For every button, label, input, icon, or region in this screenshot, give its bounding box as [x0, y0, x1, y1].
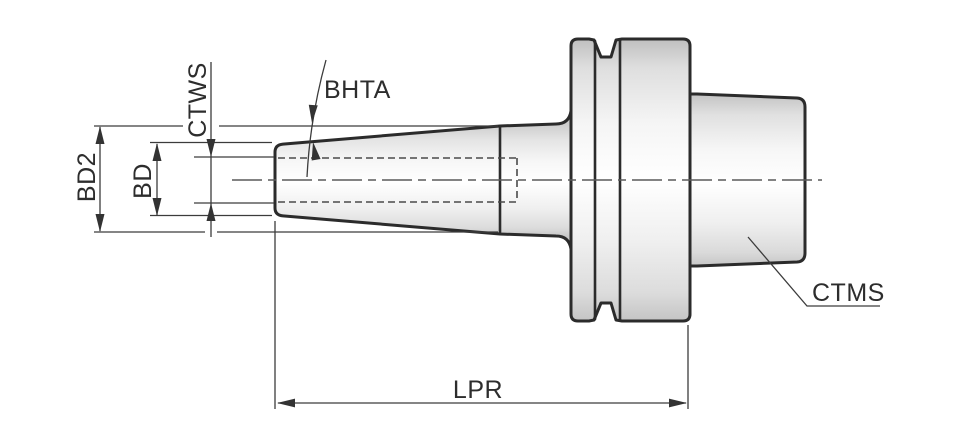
- dim-label-bhta: BHTA: [324, 76, 391, 104]
- arrow-lpr-right: [669, 398, 687, 408]
- arrow-bhta-up: [311, 142, 321, 161]
- arrow-bd-up: [152, 143, 162, 161]
- arrow-bd-down: [152, 198, 162, 216]
- arrow-bd2-up: [95, 126, 105, 144]
- dim-label-bd: BD: [129, 163, 157, 199]
- arrow-ctws-up: [206, 203, 216, 221]
- dim-label-lpr: LPR: [453, 376, 503, 404]
- arrow-bhta-down: [308, 104, 318, 123]
- arrow-lpr-left: [277, 398, 295, 408]
- leader-ctms: [747, 236, 880, 307]
- dim-label-ctws: CTWS: [184, 62, 212, 138]
- dim-label-bd2: BD2: [73, 152, 101, 202]
- arrow-ctws-down: [206, 139, 216, 157]
- dim-label-ctms: CTMS: [812, 279, 885, 307]
- arrow-bd2-down: [95, 214, 105, 232]
- dimension-arrowheads: [95, 104, 687, 408]
